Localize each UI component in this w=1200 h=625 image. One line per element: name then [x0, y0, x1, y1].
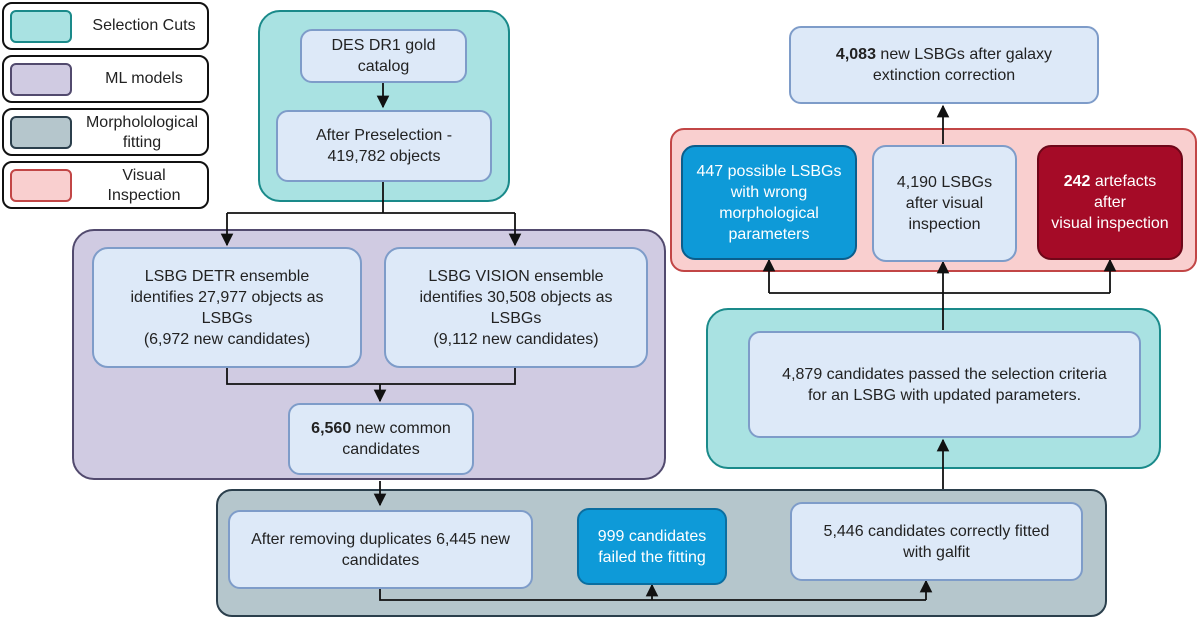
- edge-models-merge: [226, 368, 516, 385]
- artefacts-text: artefacts after visual inspection: [1051, 173, 1169, 232]
- removed-duplicates-node: After removing duplicates 6,445 new cand…: [228, 510, 533, 589]
- legend-label-selection-cuts: Selection Cuts: [92, 17, 196, 34]
- legend-item-morphological-fitting: Morpholological fitting: [2, 108, 209, 156]
- legend-label-visual-inspection: Visual Inspection: [107, 167, 181, 204]
- common-count: 6,560: [311, 420, 352, 437]
- legend-swatch-visual-inspection: [10, 169, 72, 202]
- final-text: new LSBGs after galaxy extinction correc…: [872, 46, 1053, 84]
- passed-selection-node: 4,879 candidates passed the selection cr…: [748, 331, 1141, 438]
- edge-duplicates-bus: [379, 589, 926, 601]
- wrong-morph-node: 447 possible LSBGs with wrong morphologi…: [681, 145, 857, 260]
- fitted-galfit-node: 5,446 candidates correctly fitted with g…: [790, 502, 1083, 581]
- legend-item-visual-inspection: Visual Inspection: [2, 161, 209, 209]
- common-text: new common candidates: [342, 420, 451, 458]
- legend-item-ml-models: ML models: [2, 55, 209, 103]
- vision-ensemble-node: LSBG VISION ensemble identifies 30,508 o…: [384, 247, 648, 368]
- final-lsbgs-node: 4,083 new LSBGs after galaxy extinction …: [789, 26, 1099, 104]
- edge-preselection-split: [227, 182, 515, 214]
- artefacts-count: 242: [1063, 173, 1091, 190]
- legend-swatch-ml-models: [10, 63, 72, 96]
- legend-swatch-selection-cuts: [10, 10, 72, 43]
- final-count: 4,083: [835, 46, 876, 63]
- visual-lsbgs-node: 4,190 LSBGs after visual inspection: [872, 145, 1017, 262]
- legend-label-morphological-fitting: Morpholological fitting: [85, 114, 199, 151]
- legend-label-ml-models: ML models: [105, 70, 183, 87]
- edge-passed-up: [769, 292, 1110, 330]
- detr-ensemble-node: LSBG DETR ensemble identifies 27,977 obj…: [92, 247, 362, 368]
- legend-swatch-morphological-fitting: [10, 116, 72, 149]
- preselection-node: After Preselection - 419,782 objects: [276, 110, 492, 182]
- failed-fitting-node: 999 candidates failed the fitting: [577, 508, 727, 585]
- artefacts-node: 242 artefacts after visual inspection: [1037, 145, 1183, 260]
- legend-item-selection-cuts: Selection Cuts: [2, 2, 209, 50]
- des-catalog-node: DES DR1 gold catalog: [300, 29, 467, 83]
- common-candidates-node: 6,560 new common candidates: [288, 403, 474, 475]
